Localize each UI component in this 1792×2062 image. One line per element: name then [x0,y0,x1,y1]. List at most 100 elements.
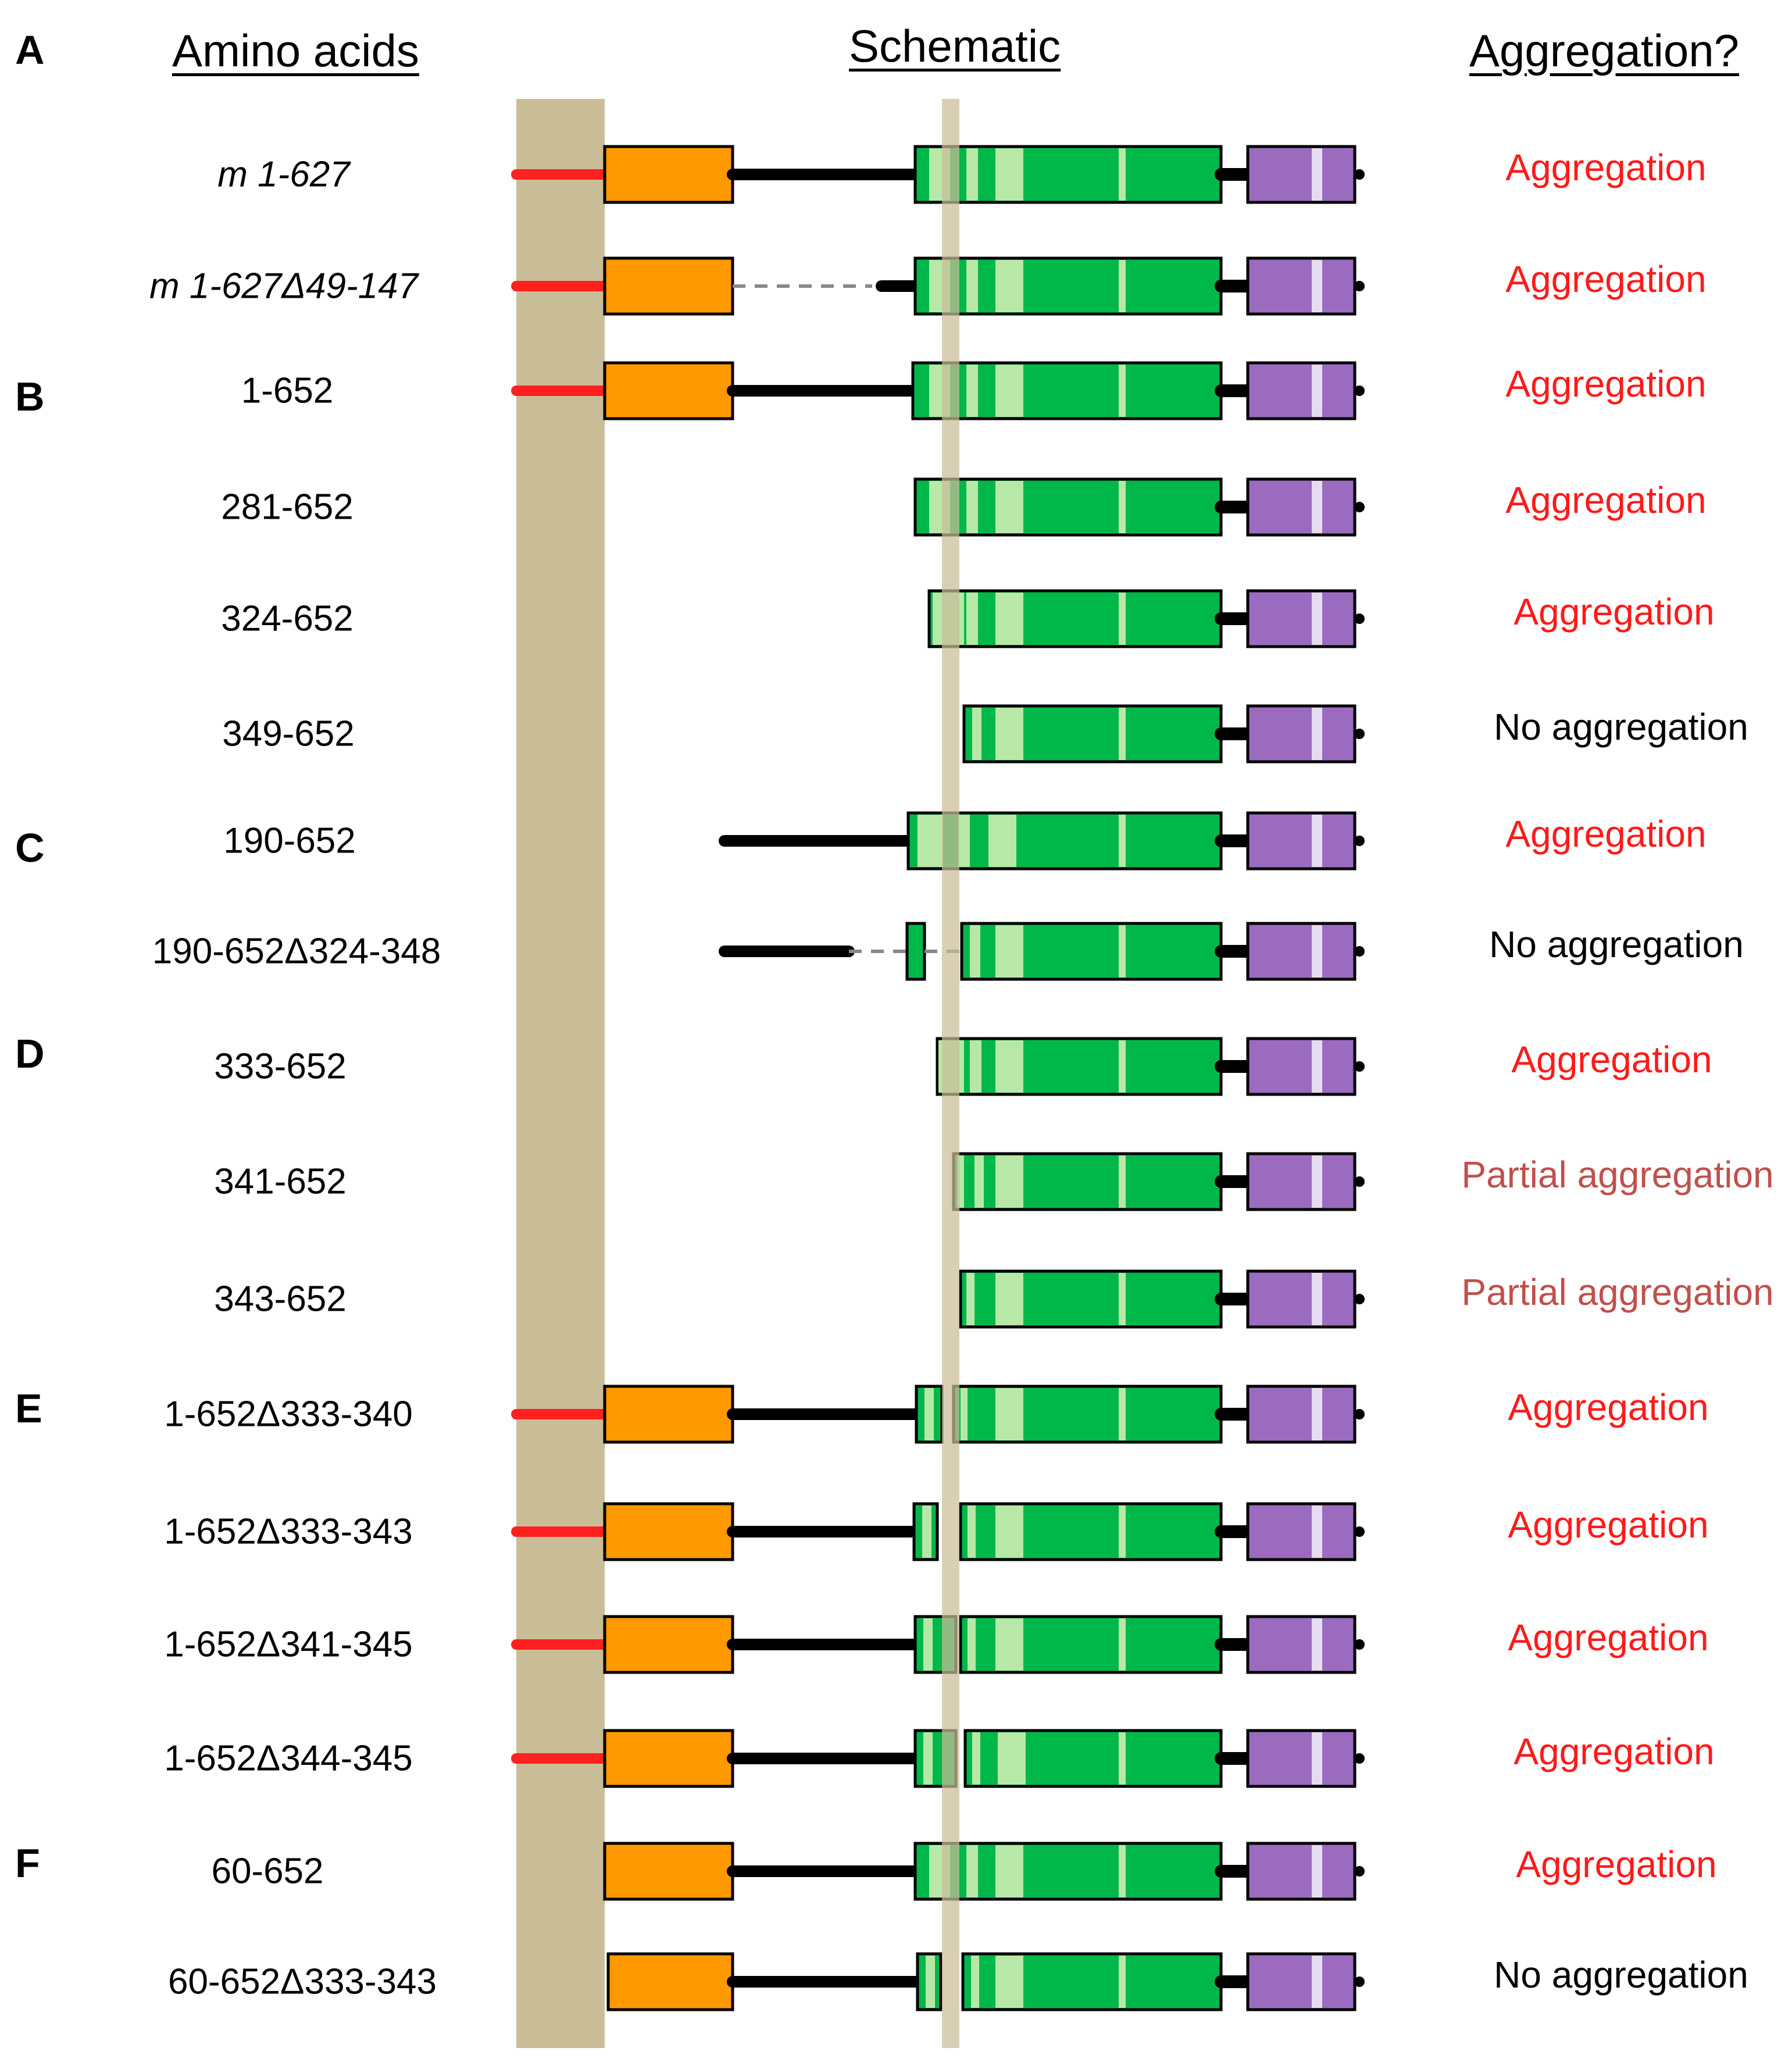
construct-label: 349-652 [222,714,355,754]
light-green-stripe [1119,148,1126,201]
light-green-stripe [995,148,1023,201]
light-green-stripe [1119,1155,1126,1208]
purple-light-stripe [1312,1956,1322,2008]
light-green-stripe [995,925,1023,978]
light-green-stripe [961,1388,968,1440]
orange-domain [603,1842,734,1901]
light-green-stripe [923,1732,933,1785]
light-green-stripe [966,1845,978,1897]
purple-light-stripe [1312,1155,1322,1208]
purple-domain [1246,1502,1357,1561]
light-green-stripe [998,1732,1026,1785]
light-green-stripe [1119,481,1126,533]
c-terminus-dot [1354,386,1365,396]
conserved-band-wide [516,99,605,2048]
light-green-stripe [995,593,1023,645]
c-terminus-dot [1354,1753,1365,1764]
aggregation-result: Aggregation [1505,479,1707,521]
c-terminus-dot [1354,729,1365,739]
purple-domain [1246,1842,1357,1901]
construct-label: 190-652Δ324-348 [152,931,441,972]
light-green-stripe [1119,1732,1126,1785]
construct-label: 60-652Δ333-343 [167,1961,437,2002]
green-domain [913,145,1223,204]
light-green-stripe [968,1618,976,1671]
aggregation-result: Aggregation [1508,1386,1709,1428]
aggregation-result: Partial aggregation [1461,1154,1774,1196]
purple-domain [1246,361,1357,420]
light-green-stripe [966,365,978,417]
orange-domain [603,145,734,204]
purple-domain [1246,145,1357,204]
light-green-stripe [995,1845,1023,1897]
green-domain [913,477,1223,537]
purple-domain [1246,477,1357,537]
purple-light-stripe [1312,1388,1322,1440]
purple-domain [1246,1952,1357,2011]
header-aggregation: Aggregation? [1469,25,1740,76]
light-green-stripe [1119,365,1126,417]
panel-label-f: F [15,1840,40,1886]
construct-label: 190-652 [223,820,356,861]
c-terminus-dot [1354,1061,1365,1072]
purple-light-stripe [1312,481,1322,533]
light-green-stripe [966,481,978,533]
light-green-stripe [922,1506,931,1558]
light-green-stripe [1119,708,1126,760]
c-terminus-dot [1354,613,1365,624]
green-domain [913,1842,1223,1901]
green-fragment [905,922,926,981]
aggregation-result: Aggregation [1513,591,1715,633]
panel-label-d: D [15,1031,45,1076]
light-green-stripe [1119,1956,1126,2008]
light-green-stripe [972,708,981,760]
c-terminus-dot [1354,1866,1365,1877]
light-green-stripe [1119,1040,1126,1093]
light-green-stripe [966,148,978,201]
construct-label: 1-652Δ333-343 [164,1511,413,1552]
light-green-stripe [971,1956,979,2008]
orange-domain [603,1385,734,1444]
purple-domain [1246,1729,1357,1788]
light-green-stripe [995,1956,1023,2008]
orange-domain [603,1502,734,1561]
light-green-stripe [968,1506,976,1558]
aggregation-result: Aggregation [1508,1617,1709,1658]
purple-light-stripe [1312,593,1322,645]
purple-domain [1246,1037,1357,1096]
construct-label: 1-652 [241,370,334,411]
light-green-stripe [995,481,1023,533]
construct-label: 324-652 [221,598,354,639]
c-terminus-dot [1354,1176,1365,1187]
light-green-stripe [974,1155,984,1208]
purple-domain [1246,1152,1357,1211]
aggregation-result: No aggregation [1494,1954,1748,1996]
construct-label: m 1-627 [217,154,350,195]
construct-label: 1-652Δ341-345 [164,1624,413,1665]
construct-label: 333-652 [214,1046,347,1087]
light-green-stripe [970,925,980,978]
light-green-stripe [1119,593,1126,645]
light-green-stripe [1119,1273,1126,1325]
light-green-stripe [995,1388,1023,1440]
light-green-stripe [958,815,970,867]
c-terminus-dot [1354,1294,1365,1304]
orange-domain [603,361,734,420]
purple-light-stripe [1312,1273,1322,1325]
aggregation-result: No aggregation [1494,706,1748,748]
green-domain [913,256,1223,316]
c-terminus-dot [1354,1977,1365,1987]
c-terminus-dot [1354,1526,1365,1537]
conserved-band-narrow [942,99,959,2048]
orange-domain [603,1615,734,1674]
light-green-stripe [988,815,1016,867]
construct-label: 343-652 [214,1279,347,1319]
light-green-stripe [995,1273,1023,1325]
light-green-stripe [995,1155,1023,1208]
light-green-stripe [972,1732,980,1785]
light-green-stripe [995,260,1023,312]
construct-label: 341-652 [214,1161,347,1202]
construct-label: 281-652 [221,487,354,527]
purple-domain [1246,589,1357,648]
